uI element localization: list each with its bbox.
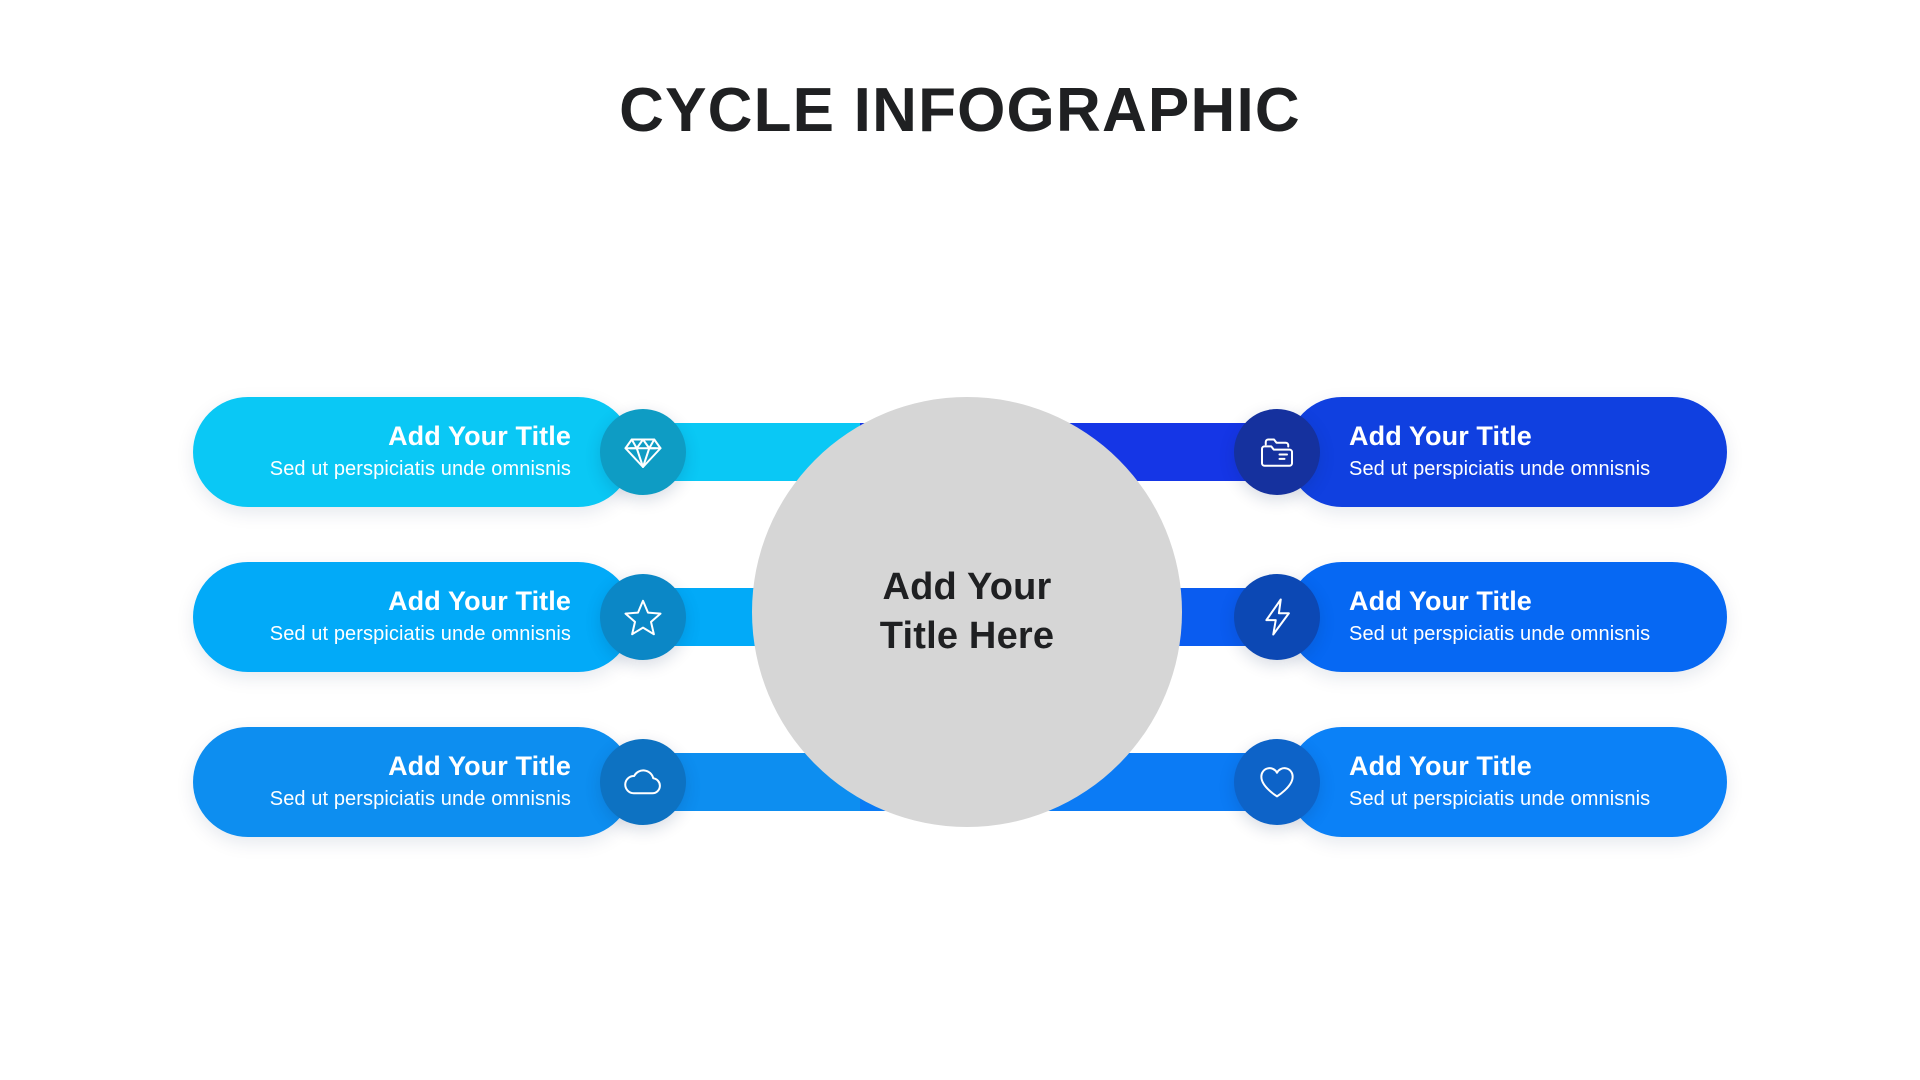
star-icon bbox=[623, 597, 663, 637]
pill-title: Add Your Title bbox=[1349, 750, 1532, 781]
icon-badge-right-1[interactable] bbox=[1234, 409, 1320, 495]
bolt-icon bbox=[1257, 597, 1297, 637]
heart-icon bbox=[1257, 762, 1297, 802]
pill-title: Add Your Title bbox=[388, 750, 571, 781]
pill-description: Sed ut perspiciatis unde omnisnis bbox=[1349, 623, 1651, 646]
pill-title: Add Your Title bbox=[388, 420, 571, 451]
pill-description: Sed ut perspiciatis unde omnisnis bbox=[1349, 458, 1651, 481]
center-circle-text: Add Your Title Here bbox=[880, 563, 1054, 660]
center-title-line-1: Add Your bbox=[882, 566, 1052, 609]
icon-badge-left-2[interactable] bbox=[600, 574, 686, 660]
pill-title: Add Your Title bbox=[388, 585, 571, 616]
cloud-icon bbox=[623, 762, 663, 802]
page-title: CYCLE INFOGRAPHIC bbox=[619, 76, 1301, 145]
pill-title: Add Your Title bbox=[1349, 420, 1532, 451]
pill-description: Sed ut perspiciatis unde omnisnis bbox=[269, 623, 571, 646]
list-item[interactable]: Add Your Title Sed ut perspiciatis unde … bbox=[1287, 562, 1727, 672]
icon-badge-right-2[interactable] bbox=[1234, 574, 1320, 660]
list-item[interactable]: Add Your Title Sed ut perspiciatis unde … bbox=[1287, 727, 1727, 837]
pill-description: Sed ut perspiciatis unde omnisnis bbox=[269, 458, 571, 481]
list-item[interactable]: Add Your Title Sed ut perspiciatis unde … bbox=[193, 562, 633, 672]
diamond-icon bbox=[623, 432, 663, 472]
icon-badge-left-1[interactable] bbox=[600, 409, 686, 495]
pill-title: Add Your Title bbox=[1349, 585, 1532, 616]
list-item[interactable]: Add Your Title Sed ut perspiciatis unde … bbox=[1287, 397, 1727, 507]
pill-description: Sed ut perspiciatis unde omnisnis bbox=[269, 788, 571, 811]
icon-badge-right-3[interactable] bbox=[1234, 739, 1320, 825]
center-title-line-2: Title Here bbox=[879, 615, 1055, 657]
folder-icon bbox=[1257, 432, 1297, 472]
list-item[interactable]: Add Your Title Sed ut perspiciatis unde … bbox=[193, 397, 633, 507]
icon-badge-left-3[interactable] bbox=[600, 739, 686, 825]
center-circle[interactable]: Add Your Title Here bbox=[752, 397, 1182, 827]
pill-description: Sed ut perspiciatis unde omnisnis bbox=[1349, 788, 1651, 811]
list-item[interactable]: Add Your Title Sed ut perspiciatis unde … bbox=[193, 727, 633, 837]
